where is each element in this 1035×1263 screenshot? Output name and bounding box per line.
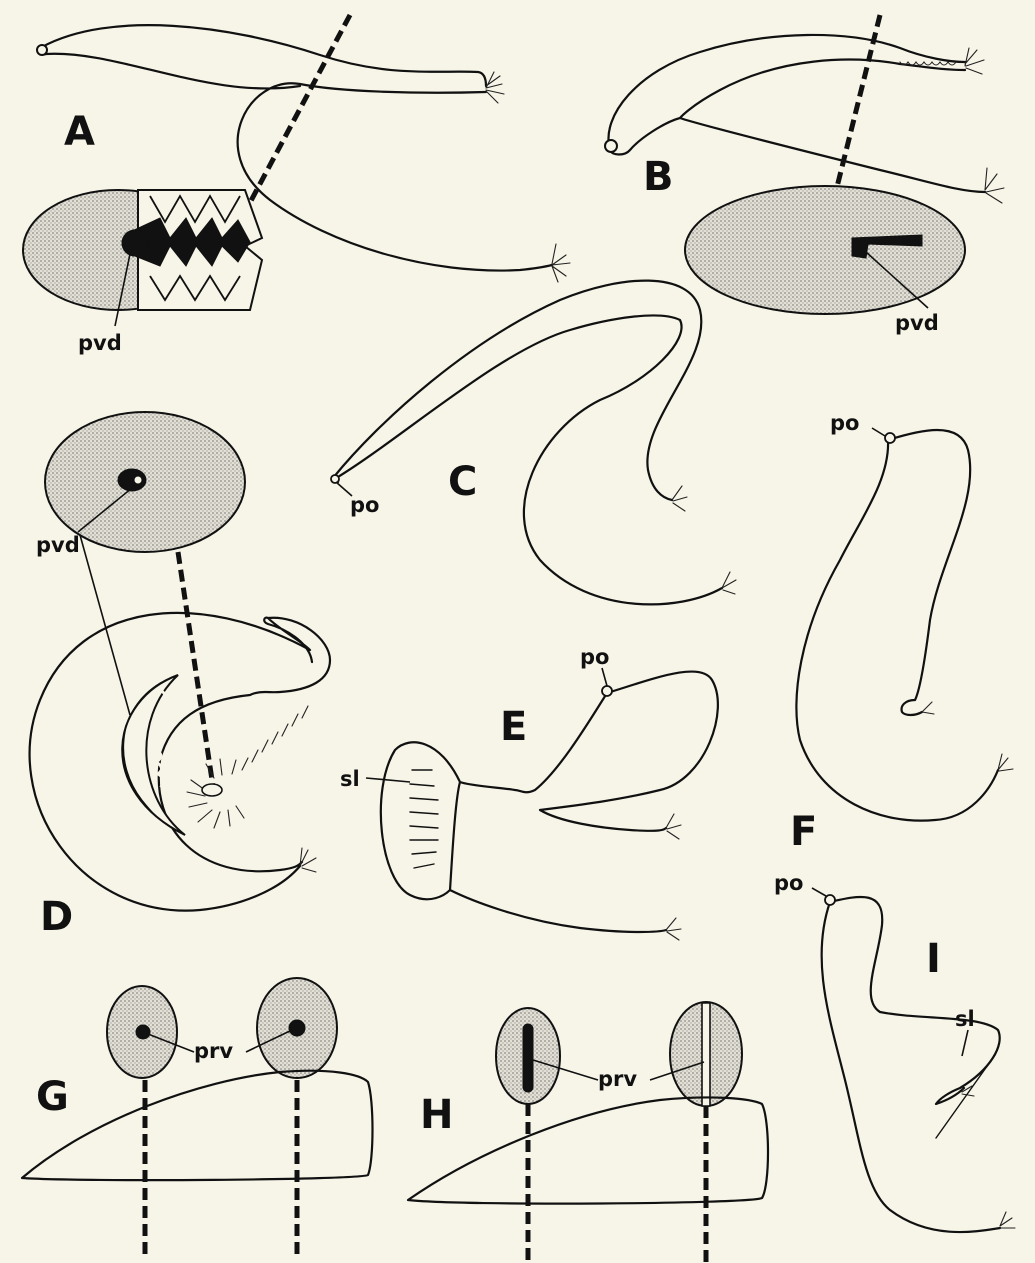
panel-f-po-label: po	[830, 411, 859, 435]
panel-a-opening	[37, 45, 47, 55]
panel-b: B pvd	[605, 15, 1004, 335]
panel-d-pvd-leader-2	[80, 535, 130, 715]
panel-e: po sl E	[340, 645, 718, 940]
panel-a-fringe	[486, 72, 570, 282]
panel-b-letter: B	[643, 154, 674, 200]
panel-g-letter: G	[36, 1074, 69, 1120]
panel-e-po-label: po	[580, 645, 609, 669]
panel-b-fringe	[965, 48, 1004, 203]
panel-a-pvd-label: pvd	[78, 331, 122, 355]
panel-a-section-line	[245, 15, 350, 212]
panel-h-prv-label: prv	[598, 1067, 637, 1091]
panel-e-sl-striations	[410, 770, 438, 868]
panel-a-letter: A	[64, 109, 95, 155]
panel-c-letter: C	[448, 459, 477, 505]
panel-d-tail-fringe	[300, 848, 316, 872]
panel-f: po F	[790, 411, 1013, 855]
panel-d-opening	[202, 784, 222, 796]
panel-i-po-label: po	[774, 871, 803, 895]
panel-c-tubule-outline	[333, 281, 722, 605]
panel-a: A pvd	[23, 15, 570, 355]
panel-d-fringe	[187, 706, 308, 828]
panel-i-sl-label: sl	[955, 1007, 975, 1031]
panel-d: pvd D	[30, 412, 330, 940]
panel-e-tubule-outline	[381, 672, 718, 932]
panel-i-tubule-outline	[822, 897, 1000, 1232]
panel-f-fringe	[922, 702, 1013, 771]
panel-b-pvd-label: pvd	[895, 311, 939, 335]
panel-h: prv H	[408, 1002, 768, 1262]
panel-d-crescent	[122, 675, 185, 835]
panel-f-letter: F	[790, 809, 817, 855]
panel-g-prv-left	[136, 1025, 150, 1039]
panel-e-po-opening	[602, 686, 612, 696]
panel-i-fringe	[962, 1086, 1015, 1228]
panel-f-po-leader	[872, 428, 885, 436]
panel-b-section-body	[685, 186, 965, 314]
panel-c-opening	[331, 475, 339, 483]
panel-d-letter: D	[40, 894, 73, 940]
panel-e-sl-leader	[366, 778, 410, 782]
panel-c-po-label: po	[350, 493, 379, 517]
panel-h-letter: H	[420, 1092, 453, 1138]
panel-a-pvd-node	[122, 230, 148, 256]
panel-i: sl po I	[774, 871, 1015, 1232]
panel-b-section-line	[830, 15, 880, 215]
panel-e-fringe	[666, 814, 681, 940]
panel-e-sl-label: sl	[340, 767, 360, 791]
panel-b-opening	[605, 140, 617, 152]
panel-f-po-opening	[885, 433, 895, 443]
panel-i-po-opening	[825, 895, 835, 905]
panel-h-prv-right	[702, 1003, 710, 1106]
panel-e-po-leader	[602, 668, 607, 686]
panel-d-section-line	[178, 552, 215, 800]
panel-g: prv G	[22, 978, 373, 1255]
panel-i-sl-leader	[962, 1030, 968, 1056]
panel-i-po-leader	[812, 888, 826, 896]
panel-c: C po	[331, 281, 736, 605]
panel-g-tubule-outline	[22, 1071, 373, 1180]
panel-f-tubule-outline	[796, 430, 998, 821]
panel-h-prv-left	[523, 1024, 533, 1092]
panel-c-fringe	[672, 486, 736, 594]
panel-h-tubule-outline	[408, 1097, 768, 1203]
panel-g-prv-right	[289, 1020, 305, 1036]
panel-g-prv-label: prv	[194, 1039, 233, 1063]
panel-d-pvd-label: pvd	[36, 533, 80, 557]
panel-e-letter: E	[500, 704, 527, 750]
panel-d-tubule-outline	[30, 613, 330, 911]
panel-d-lumen-core	[134, 476, 142, 484]
panel-i-letter: I	[926, 936, 941, 982]
